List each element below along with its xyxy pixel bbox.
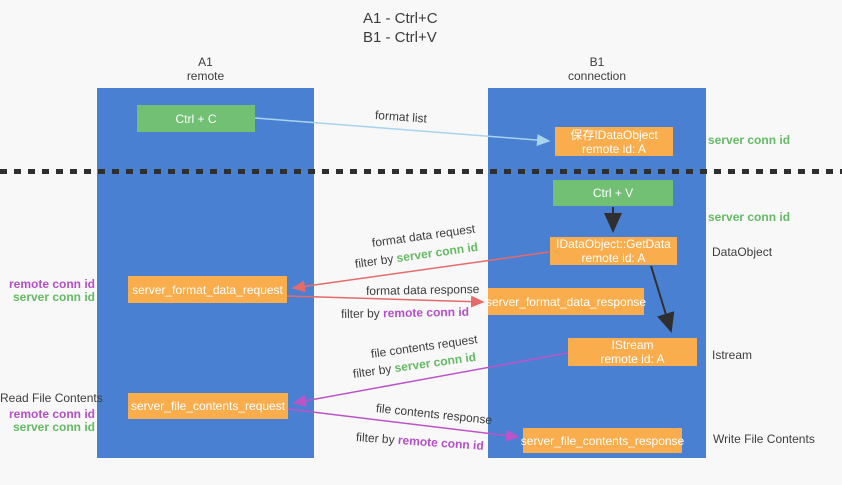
node-ctrl-c-label: Ctrl + C: [175, 111, 217, 126]
node-ctrl-c: Ctrl + C: [137, 105, 255, 132]
annotation-server-conn-id-left-1: server conn id: [12, 290, 95, 304]
annotation-remote-conn-id-1: remote conn id: [8, 277, 95, 291]
annotation-istream: Istream: [712, 348, 753, 362]
node-format-request-label: server_format_data_request: [132, 282, 283, 297]
node-format-response-label: server_format_data_response: [485, 294, 647, 309]
node-idataobject-getdata: IDataObject::GetData remote id: A: [550, 237, 677, 265]
node-save-idataobject: 保存IDataObject remote id: A: [555, 127, 673, 156]
filter-by-text-1: filter by: [354, 251, 398, 271]
column-a1-id: A1: [198, 55, 213, 69]
annotation-dataobject: DataObject: [712, 245, 773, 259]
node-save-idataobject-line2: remote id: A: [581, 141, 647, 156]
annotation-read-file-contents: Read File Contents: [0, 391, 103, 405]
annotation-block-file-request: Read File Contents remote conn id server…: [0, 391, 103, 434]
column-b1-subtitle: connection: [567, 69, 627, 83]
node-ctrl-v: Ctrl + V: [553, 180, 673, 206]
annotation-server-conn-id-2: server conn id: [708, 210, 791, 224]
filter-by-text-2: filter by: [340, 306, 384, 321]
title-line-a1: A1 - Ctrl+C: [363, 10, 438, 27]
annotation-block-format-request: remote conn id server conn id: [0, 278, 95, 304]
node-istream-line2: remote id: A: [600, 352, 665, 366]
column-header-a1: A1 remote: [97, 55, 314, 83]
node-istream-line1: IStream: [611, 338, 654, 352]
node-istream: IStream remote id: A: [568, 338, 697, 366]
node-ctrl-v-label: Ctrl + V: [592, 186, 634, 200]
filter-by-text-3: filter by: [352, 361, 396, 381]
node-server-file-contents-response: server_file_contents_response: [520, 428, 685, 453]
annotation-server-conn-id-1: server conn id: [708, 133, 791, 147]
node-file-response-label: server_file_contents_response: [520, 433, 685, 448]
remote-conn-id-text-1: remote conn id: [382, 304, 470, 321]
label-filter-by-remote-conn-id-1: filter by remote conn id: [341, 305, 469, 321]
filter-by-text-4: filter by: [355, 430, 399, 447]
node-server-file-contents-request: server_file_contents_request: [128, 393, 288, 419]
annotation-remote-conn-id-2: remote conn id: [8, 407, 95, 421]
node-server-format-data-request: server_format_data_request: [128, 276, 287, 303]
node-server-format-data-response: server_format_data_response: [485, 288, 647, 315]
remote-conn-id-text-2: remote conn id: [397, 432, 485, 453]
annotation-write-file-contents: Write File Contents: [713, 432, 815, 446]
column-b1-id: B1: [589, 55, 605, 69]
dashed-separator-line: [0, 169, 842, 174]
node-file-request-label: server_file_contents_request: [130, 399, 286, 413]
label-format-list: format list: [374, 108, 428, 126]
column-a1-subtitle: remote: [186, 69, 225, 83]
label-file-contents-response: file contents response: [375, 401, 493, 428]
node-getdata-line2: remote id: A: [581, 251, 646, 265]
label-format-data-response: format data response: [365, 282, 480, 298]
node-save-idataobject-line1: 保存IDataObject: [570, 127, 658, 142]
column-header-b1: B1 connection: [488, 55, 706, 83]
diagram-title: A1 - Ctrl+C B1 - Ctrl+V: [363, 9, 438, 47]
label-filter-by-remote-conn-id-2: filter by remote conn id: [356, 430, 485, 453]
title-line-b1: B1 - Ctrl+V: [363, 29, 437, 46]
node-getdata-line1: IDataObject::GetData: [556, 237, 671, 251]
annotation-server-conn-id-left-2: server conn id: [12, 420, 95, 434]
